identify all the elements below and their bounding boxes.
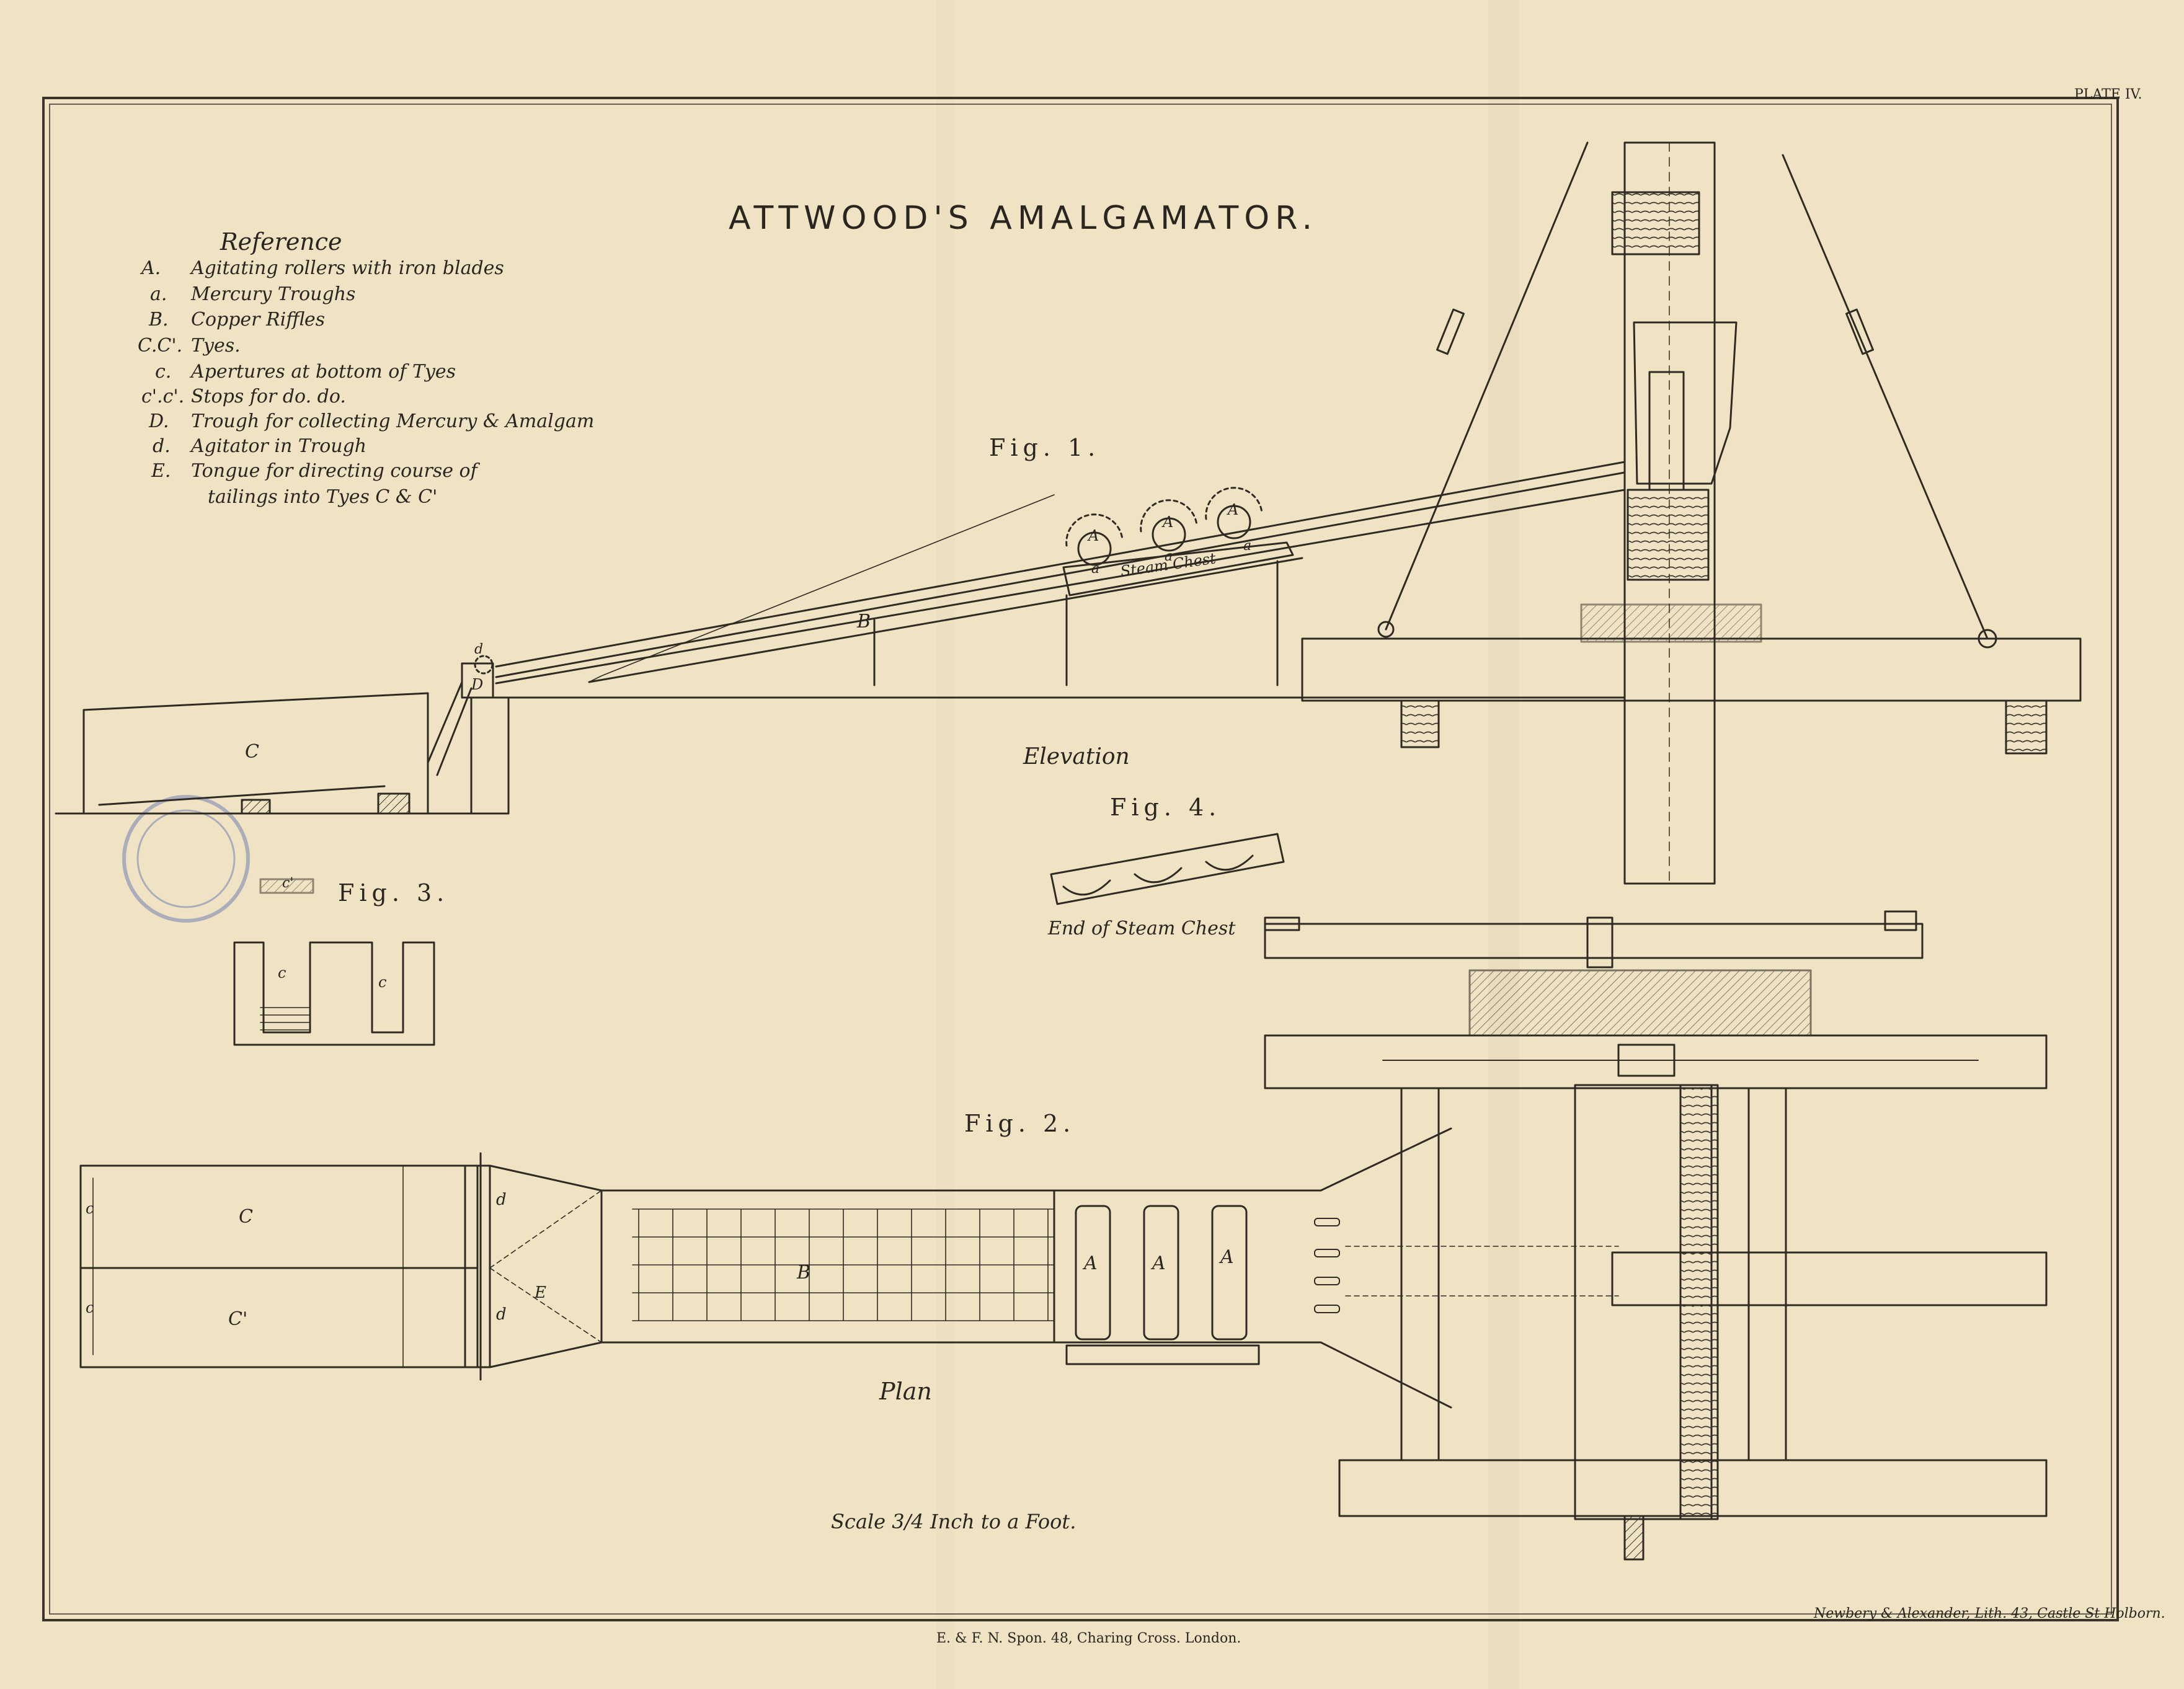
label-a-trough-2: a xyxy=(1165,549,1173,564)
reference-key: C.C'. xyxy=(138,335,183,357)
reference-text: Mercury Troughs xyxy=(191,283,356,305)
label-c-prime-plan: C' xyxy=(228,1308,248,1330)
sluice-top xyxy=(495,461,1626,668)
fig3-tye-section xyxy=(233,878,435,1046)
label-c-elevation: C xyxy=(245,741,259,763)
reference-key: D. xyxy=(149,410,169,432)
guy-rod-left xyxy=(1385,141,1589,631)
page-fold-2 xyxy=(936,0,955,1689)
agitator-d-elevation xyxy=(474,655,494,675)
reference-text: Agitator in Trough xyxy=(191,435,367,457)
reference-text: tailings into Tyes C & C' xyxy=(208,486,438,508)
roller-a-3 xyxy=(1205,487,1263,539)
elevation-caption: Elevation xyxy=(1023,744,1130,769)
label-c-prime-fig3-key: c' xyxy=(282,876,294,891)
roller-a-2 xyxy=(1140,499,1198,552)
reference-text: Tyes. xyxy=(191,335,241,357)
lithographer-credit: Newbery & Alexander, Lith. 43, Castle St… xyxy=(1814,1606,2165,1621)
reference-text: Agitating rollers with iron blades xyxy=(191,257,504,279)
reference-heading: Reference xyxy=(220,228,342,255)
plan-drawing xyxy=(79,910,2048,1561)
label-a-plan-3: A xyxy=(1220,1246,1234,1268)
reference-key: B. xyxy=(149,309,169,330)
label-c-fig3-left: c xyxy=(278,964,286,982)
elevation-drawing xyxy=(55,141,2082,885)
fig4-steam-chest-end xyxy=(1050,833,1285,905)
label-a-roller-1: A xyxy=(1088,527,1099,544)
reference-text: Apertures at bottom of Tyes xyxy=(191,361,456,383)
tye-c-elevation xyxy=(82,692,429,815)
label-e-plan: E xyxy=(535,1283,546,1302)
reference-text: Stops for do. do. xyxy=(191,386,346,407)
label-d-elevation: D xyxy=(471,676,484,693)
plan-caption: Plan xyxy=(879,1378,932,1405)
label-c-aperture-plan-1: c xyxy=(86,1200,94,1217)
end-of-steam-chest-caption: End of Steam Chest xyxy=(1048,918,1236,939)
label-a-roller-3: A xyxy=(1228,501,1239,518)
roller-a-1 xyxy=(1065,513,1124,566)
reference-key: A. xyxy=(141,257,161,279)
plate-border-outer xyxy=(42,97,2119,1621)
roller-a-plan-2 xyxy=(1143,1205,1179,1341)
reference-text: Tongue for directing course of xyxy=(191,460,477,482)
label-a-roller-2: A xyxy=(1163,513,1174,531)
tye-c-plan xyxy=(79,1164,479,1368)
reference-key: c. xyxy=(155,361,172,383)
roller-a-plan-3 xyxy=(1211,1205,1248,1341)
frame-top-beam xyxy=(1264,923,1924,959)
roller-a-plan-1 xyxy=(1075,1205,1111,1341)
label-c-fig3-right: c xyxy=(378,973,387,991)
plate-number: PLATE IV. xyxy=(2074,87,2142,102)
scale-caption: Scale 3/4 Inch to a Foot. xyxy=(831,1510,1076,1533)
riffle-grid xyxy=(632,1208,1055,1321)
label-d-plan-1: d xyxy=(496,1190,507,1209)
reference-key: d. xyxy=(153,435,171,457)
fig2-caption: Fig. 2. xyxy=(964,1110,1076,1137)
label-d-agitator-elevation: d xyxy=(474,642,484,657)
reference-key: E. xyxy=(151,460,171,482)
base-beam-elevation xyxy=(1301,637,2082,702)
label-b-plan: B xyxy=(797,1262,811,1283)
label-a-plan-2: A xyxy=(1152,1252,1166,1274)
fig4-caption: Fig. 4. xyxy=(1110,794,1222,821)
reference-key: c'.c'. xyxy=(141,386,185,407)
page-fold xyxy=(1488,0,1519,1689)
frame-cross-beam-1 xyxy=(1264,1034,2048,1089)
guy-rod-right xyxy=(1782,154,1989,640)
plate-border-inner xyxy=(49,104,2112,1615)
reference-text: Copper Riffles xyxy=(191,309,325,330)
fig3-caption: Fig. 3. xyxy=(338,879,450,907)
copper-riffles-elevation xyxy=(588,494,1055,683)
label-b-elevation: B xyxy=(857,611,871,632)
label-c-aperture-plan-2: c xyxy=(86,1299,94,1316)
riffle-box-plan xyxy=(600,1189,1055,1344)
label-d-plan-2: d xyxy=(496,1305,507,1324)
fig1-caption: Fig. 1. xyxy=(989,434,1101,461)
museum-stamp xyxy=(122,795,250,923)
steam-chest-elevation xyxy=(1062,541,1294,596)
bearing-block-elevation xyxy=(1627,489,1710,581)
frame-cross-beam-2 xyxy=(1611,1251,2048,1306)
label-a-trough-1: a xyxy=(1091,561,1100,577)
label-a-trough-3: a xyxy=(1243,538,1252,554)
plate-title: ATTWOOD'S AMALGAMATOR. xyxy=(729,200,1318,237)
label-a-plan-1: A xyxy=(1084,1252,1098,1274)
trough-d-plan xyxy=(464,1164,491,1368)
reference-text: Trough for collecting Mercury & Amalgam xyxy=(191,410,595,432)
reference-key: a. xyxy=(150,283,167,305)
label-c-plan: C xyxy=(239,1206,253,1228)
publisher-credit: E. & F. N. Spon. 48, Charing Cross. Lond… xyxy=(936,1631,1241,1646)
gear-wheel-plan xyxy=(1468,969,1812,1037)
